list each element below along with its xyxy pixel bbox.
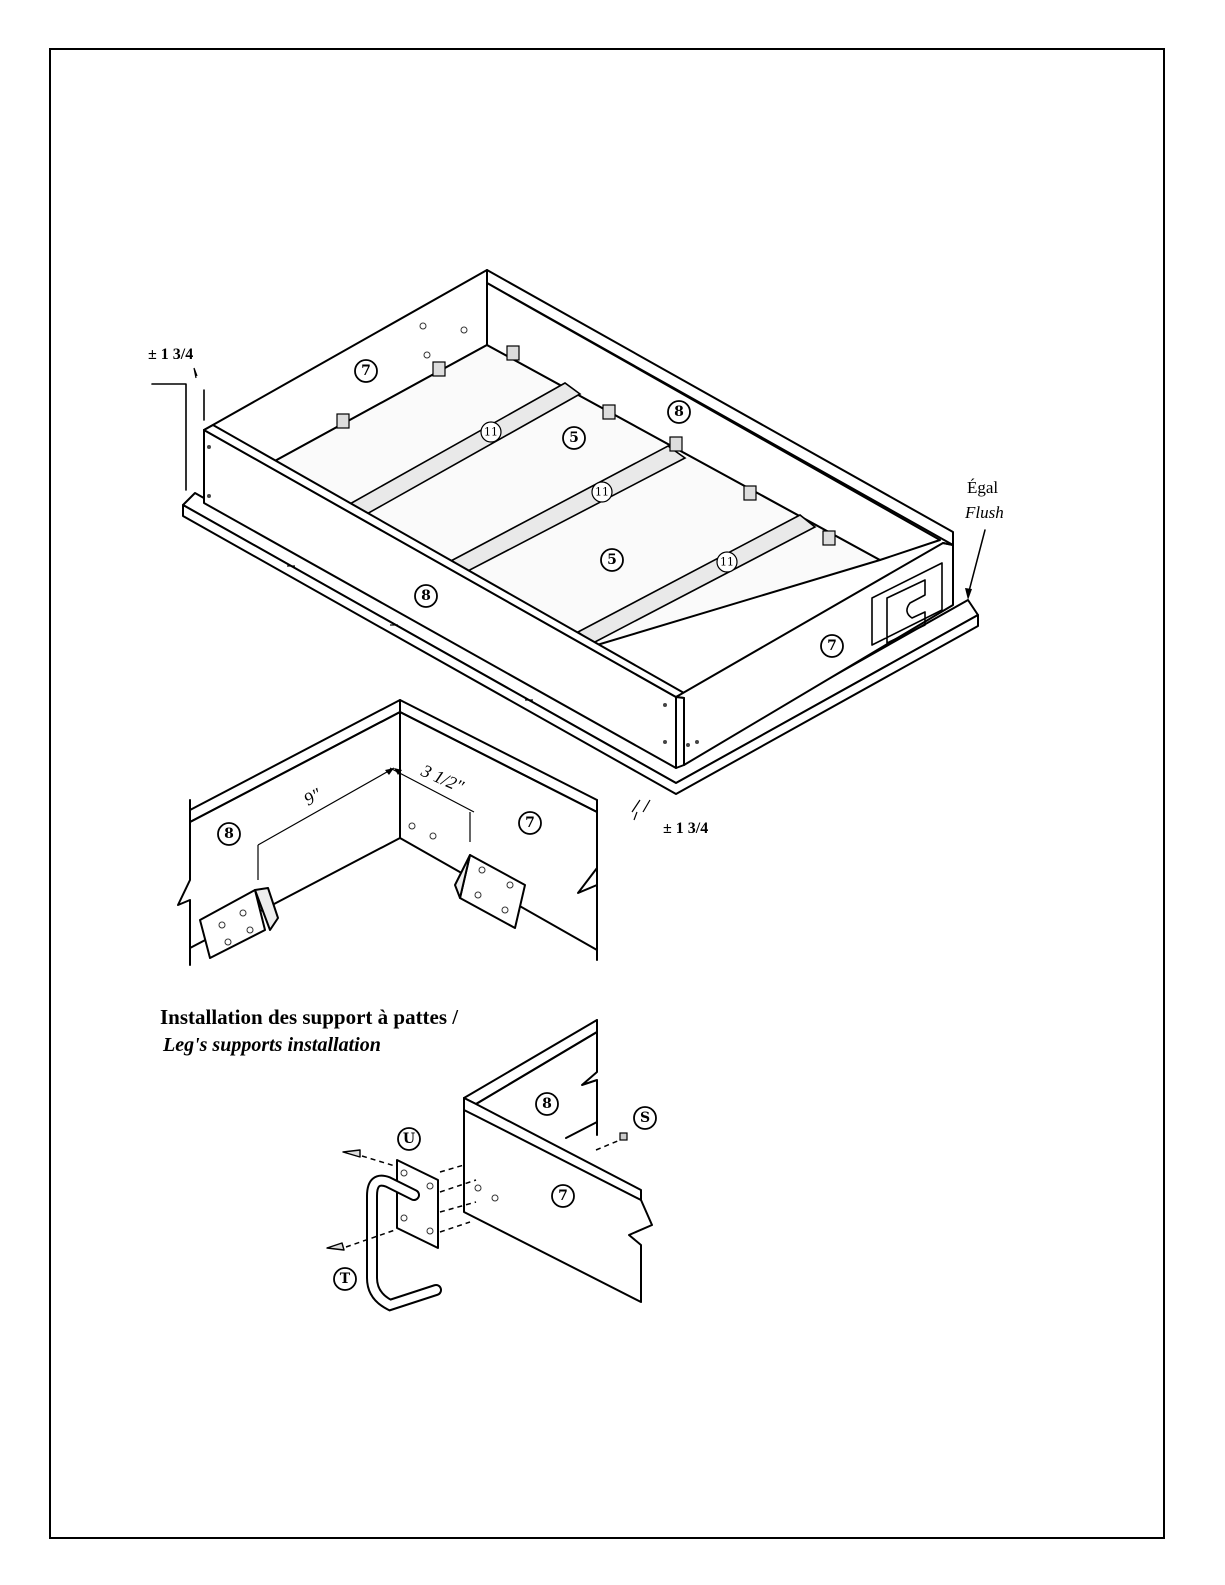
corner-bracket-detail: 8 7 9" 3 1/2" (178, 700, 597, 965)
part-label-side-near: 8 (421, 588, 431, 604)
dimension-top-left: ± 1 3/4 (148, 346, 193, 363)
flush-label-fr: Égal (967, 478, 998, 497)
part-label-leg-side: 8 (542, 1096, 552, 1112)
bed-frame-illustration: 7 8 5 5 8 7 11 11 11 ± 1 3/4 ± 1 3/4 Éga… (148, 270, 1004, 837)
part-label-slat-1: 5 (569, 430, 579, 446)
detail-label-side: 8 (224, 826, 234, 842)
detail-bracket-right (460, 855, 525, 928)
near-end-edge (676, 697, 684, 768)
flush-arrow (968, 530, 985, 595)
detail-dimension-9in: 9" (300, 784, 324, 810)
nut-icon (620, 1133, 627, 1140)
part-label-side-far: 8 (674, 404, 684, 420)
screw-icon-bottom (327, 1243, 344, 1250)
detail-label-end: 7 (525, 815, 535, 831)
flush-label-en: Flush (964, 503, 1004, 522)
part-label-leg-end: 7 (558, 1188, 568, 1204)
screw-icon-top (343, 1150, 360, 1157)
part-label-cleat-1: 11 (484, 426, 498, 439)
detail-break-right (578, 800, 597, 960)
leg-support-section: Installation des support à pattes / Leg'… (160, 1005, 656, 1305)
part-label-nut: S (640, 1110, 650, 1126)
leg-support-title-fr: Installation des support à pattes / (160, 1005, 459, 1029)
dimension-bottom-right: ± 1 3/4 (663, 820, 708, 837)
part-label-end-far: 7 (361, 363, 371, 379)
leg-support-title-en: Leg's supports installation (162, 1034, 381, 1056)
part-label-plate: U (403, 1131, 415, 1147)
dimension-leader-left (152, 384, 186, 490)
leg-side-top (464, 1020, 597, 1104)
detail-bracket-left (200, 890, 265, 958)
detail-break-left (178, 800, 190, 965)
part-label-screw: T (340, 1271, 351, 1287)
part-label-slat-2: 5 (607, 552, 617, 568)
detail-side-top (190, 700, 400, 822)
part-label-cleat-3: 11 (720, 556, 734, 569)
part-label-cleat-2: 11 (595, 486, 609, 499)
detail-dimension-3-5in: 3 1/2" (417, 760, 467, 797)
part-label-end-near: 7 (827, 638, 837, 654)
